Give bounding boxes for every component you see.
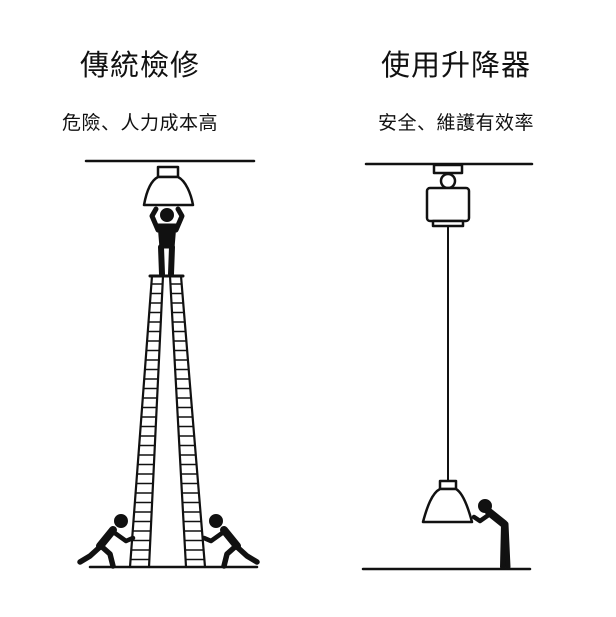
ladder-icon xyxy=(128,274,207,569)
helper-left-icon xyxy=(77,514,136,569)
traditional-maintenance-panel: 傳統檢修 危險、人力成本高 xyxy=(61,48,218,134)
helper-right-icon xyxy=(201,514,260,569)
worker-on-ladder-icon xyxy=(149,206,185,277)
technician-icon xyxy=(471,499,511,570)
traditional-title: 傳統檢修 xyxy=(79,48,200,82)
ladder-rungs xyxy=(129,283,206,561)
lifter-subtitle: 安全、維護有效率 xyxy=(377,112,534,134)
lifter-title: 使用升降器 xyxy=(380,48,531,82)
lifter-panel: 使用升降器 安全、維護有效率 xyxy=(308,0,616,617)
lifter-unit-icon xyxy=(425,163,471,228)
left-ceiling-lamp-icon xyxy=(142,165,195,207)
traditional-subtitle: 危險、人力成本高 xyxy=(61,112,218,134)
lowered-lamp-icon xyxy=(421,479,474,524)
